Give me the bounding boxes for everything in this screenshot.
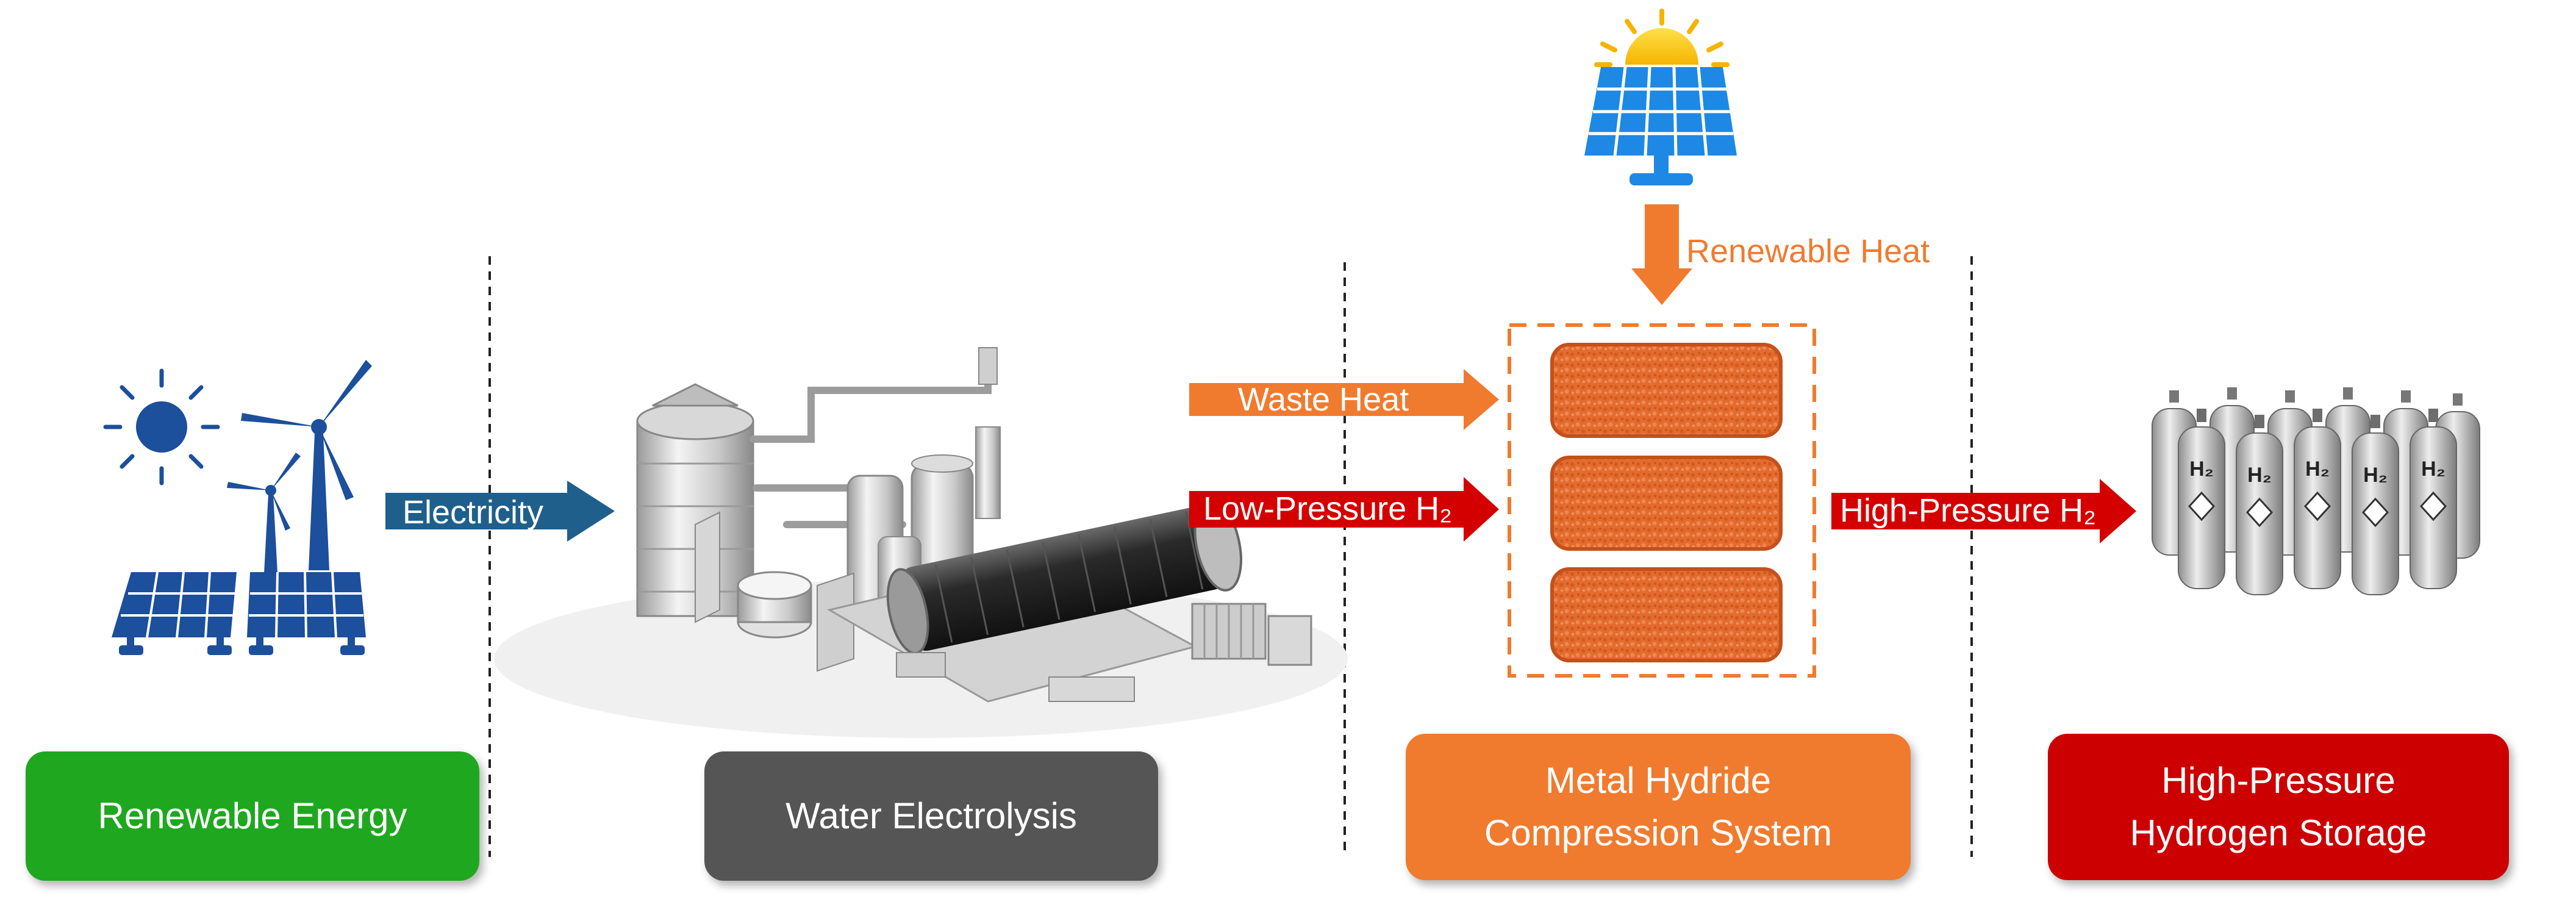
stage-compression-label-line2: Compression System xyxy=(1484,812,1833,853)
hydrogen-cylinders-icon: H₂ H₂ H₂ H₂ H₂ xyxy=(2152,387,2480,595)
stage-storage-label-line1: High-Pressure xyxy=(2161,760,2395,801)
small-sun-icon xyxy=(103,368,220,486)
stage-renewable-energy-label: Renewable Energy xyxy=(98,795,407,836)
hydrogen-cylinder: H₂ xyxy=(2410,409,2457,589)
solar-panel-icon xyxy=(1584,9,1737,185)
stage-storage-label-line2: Hydrogen Storage xyxy=(2130,812,2427,853)
cylinder-h2-mark: H₂ xyxy=(2305,457,2330,481)
stage-renewable-energy: Renewable Energy xyxy=(26,751,479,881)
low-pressure-h2-label: Low-Pressure H₂ xyxy=(1203,490,1452,527)
stage-separators xyxy=(488,256,1973,857)
sun-wind-solar-icon xyxy=(103,360,372,655)
stage-metal-hydride-compression: Metal Hydride Compression System xyxy=(1406,734,1911,880)
waste-heat-label: Waste Heat xyxy=(1238,381,1409,418)
reactor-bed-1 xyxy=(1550,343,1783,438)
metal-hydride-reactor-icon xyxy=(1508,323,1816,678)
hydrogen-cylinder: H₂ xyxy=(2352,415,2399,595)
stage-water-electrolysis: Water Electrolysis xyxy=(704,751,1158,881)
reactor-bed-2 xyxy=(1550,456,1783,551)
electricity-arrow: Electricity xyxy=(385,481,615,542)
hydrogen-cylinder: H₂ xyxy=(2294,409,2341,589)
cylinder-h2-mark: H₂ xyxy=(2247,464,2272,487)
low-pressure-h2-arrow: Low-Pressure H₂ xyxy=(1189,477,1499,542)
sun-icon xyxy=(1594,9,1730,67)
hydrogen-cylinder: H₂ xyxy=(2178,409,2225,589)
waste-heat-arrow: Waste Heat xyxy=(1189,369,1499,430)
reactor-bed-3 xyxy=(1550,567,1783,662)
electrolyzer-plant-icon xyxy=(494,347,1348,738)
cylinder-h2-mark: H₂ xyxy=(2421,457,2445,481)
stage-water-electrolysis-label: Water Electrolysis xyxy=(785,795,1077,836)
wind-turbine-small-icon xyxy=(227,453,301,573)
high-pressure-h2-arrow: High-Pressure H₂ xyxy=(1831,479,2136,543)
high-pressure-h2-label: High-Pressure H₂ xyxy=(1840,492,2096,529)
wind-turbine-large-icon xyxy=(241,360,372,570)
reactor-frame xyxy=(1508,323,1816,678)
stage-compression-label-line1: Metal Hydride xyxy=(1545,760,1772,801)
cylinder-h2-mark: H₂ xyxy=(2363,464,2388,487)
cylinder-row-front: H₂ H₂ H₂ H₂ H₂ xyxy=(2178,409,2457,595)
electricity-label: Electricity xyxy=(402,494,543,531)
stage-high-pressure-storage: High-Pressure Hydrogen Storage xyxy=(2048,734,2509,880)
hydrogen-cylinder: H₂ xyxy=(2236,415,2283,595)
renewable-heat-arrow: Renewable Heat xyxy=(1631,204,1930,305)
renewable-heat-label: Renewable Heat xyxy=(1686,233,1930,270)
cylinder-h2-mark: H₂ xyxy=(2189,457,2214,481)
